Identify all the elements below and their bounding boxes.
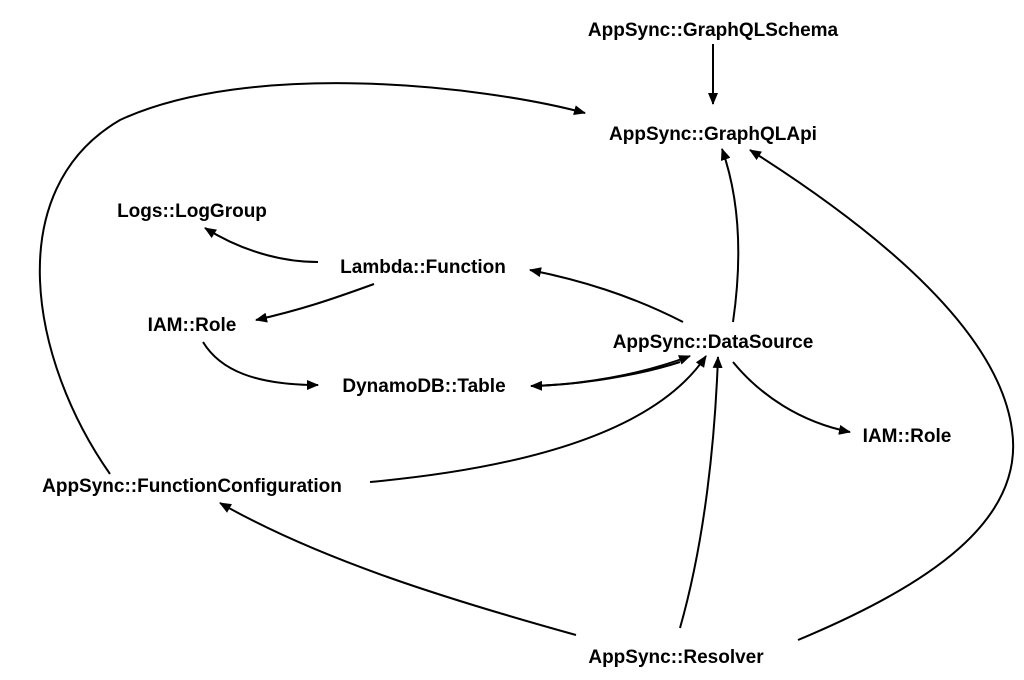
edge-resolver-to-datasource bbox=[679, 356, 723, 629]
edge-functionconfig-to-datasource bbox=[369, 355, 707, 483]
edge-iamrole-left-to-dynamodb bbox=[202, 341, 319, 390]
node-iam-role-right: IAM::Role bbox=[863, 426, 952, 447]
edges bbox=[38, 44, 1015, 641]
edge-lambda-to-loggroup bbox=[204, 227, 319, 263]
node-graphql-api: AppSync::GraphQLApi bbox=[609, 124, 817, 145]
node-log-group: Logs::LogGroup bbox=[117, 201, 267, 222]
node-resolver: AppSync::Resolver bbox=[588, 647, 764, 668]
node-lambda-function: Lambda::Function bbox=[340, 257, 506, 278]
node-function-configuration: AppSync::FunctionConfiguration bbox=[42, 476, 342, 497]
node-dynamodb-table: DynamoDB::Table bbox=[342, 376, 505, 397]
node-data-source: AppSync::DataSource bbox=[613, 332, 814, 353]
edge-functionconfig-to-api bbox=[38, 82, 586, 475]
node-graphql-schema: AppSync::GraphQLSchema bbox=[588, 20, 839, 41]
edge-datasource-to-dynamodb bbox=[530, 361, 681, 391]
edge-lambda-to-iamrole-left bbox=[255, 283, 375, 323]
edge-resolver-to-api bbox=[749, 149, 1015, 641]
edge-resolver-to-functionconfig bbox=[219, 502, 577, 636]
edge-datasource-to-iamrole-right bbox=[732, 361, 851, 435]
node-iam-role-left: IAM::Role bbox=[148, 315, 237, 336]
edge-datasource-to-lambda bbox=[529, 267, 684, 323]
nodes: AppSync::GraphQLSchema AppSync::GraphQLA… bbox=[42, 20, 951, 668]
edge-datasource-to-api bbox=[720, 148, 740, 323]
edge-dynamodb-to-datasource bbox=[530, 355, 691, 387]
